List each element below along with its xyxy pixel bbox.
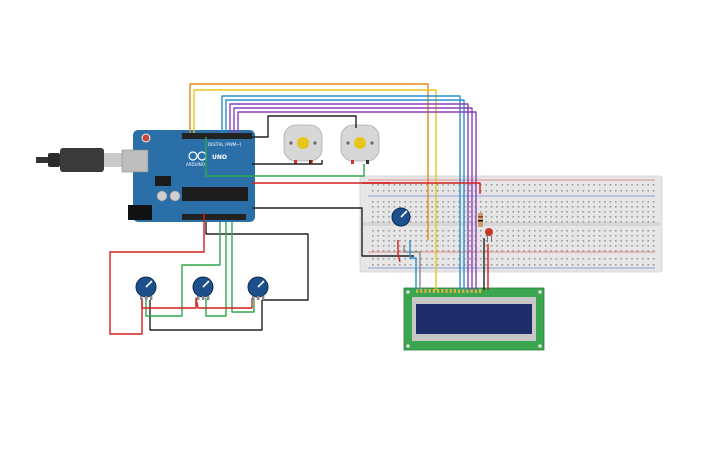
wire-purple-1[interactable] bbox=[229, 103, 469, 290]
wire-green-pot-1[interactable] bbox=[145, 222, 221, 317]
brand-label: ARDUINO bbox=[186, 162, 205, 167]
digital-header bbox=[182, 133, 252, 139]
potentiometer-2[interactable] bbox=[192, 276, 214, 300]
wire-yellow[interactable] bbox=[193, 89, 437, 290]
wire-purple-2[interactable] bbox=[233, 107, 473, 290]
lcd-pin-header bbox=[416, 289, 482, 293]
wire-orange[interactable] bbox=[189, 83, 429, 240]
wire-blue-2[interactable] bbox=[225, 99, 465, 290]
wire-red-pot-links[interactable] bbox=[141, 297, 253, 309]
wire-gray-lcd[interactable] bbox=[403, 245, 421, 290]
potentiometer-3[interactable] bbox=[247, 276, 269, 300]
led[interactable] bbox=[485, 228, 493, 242]
analog-header bbox=[182, 214, 246, 220]
wire-purple-3[interactable] bbox=[237, 111, 477, 290]
wire-red-bb-2[interactable] bbox=[397, 240, 401, 263]
reset-button[interactable] bbox=[141, 133, 151, 143]
wire-blue-1[interactable] bbox=[221, 95, 461, 290]
wire-green-pot-2[interactable] bbox=[205, 222, 227, 317]
dc-motor-2[interactable] bbox=[340, 124, 380, 164]
board-model-label: UNO bbox=[212, 154, 227, 161]
lcd-screen bbox=[416, 304, 532, 334]
digital-pins-label: DIGITAL (PWM~) bbox=[208, 142, 242, 147]
resistor[interactable] bbox=[478, 213, 483, 227]
wire-black-gnd[interactable] bbox=[252, 207, 414, 257]
lcd-display[interactable] bbox=[403, 287, 545, 351]
wire-blue-lcd[interactable] bbox=[409, 240, 417, 290]
wire-red-bb[interactable] bbox=[362, 182, 481, 194]
wire-green-pot-3[interactable] bbox=[231, 222, 255, 313]
wire-red-pots[interactable] bbox=[109, 213, 205, 335]
usb-cable[interactable] bbox=[36, 148, 122, 172]
breadboard-potentiometer[interactable] bbox=[391, 207, 411, 227]
wire-green-motor[interactable] bbox=[205, 137, 365, 177]
wire-black-motor-2[interactable] bbox=[252, 160, 323, 165]
dc-motor-1[interactable] bbox=[283, 124, 323, 164]
arduino-board[interactable]: UNO DIGITAL (PWM~) ARDUINO bbox=[121, 130, 255, 222]
wire-black-pots-2[interactable] bbox=[149, 300, 263, 331]
wire-black-motor[interactable] bbox=[250, 115, 357, 138]
potentiometer-1[interactable] bbox=[135, 276, 157, 300]
microcontroller-chip bbox=[182, 187, 248, 201]
wire-black-pots[interactable] bbox=[205, 222, 309, 301]
wires bbox=[109, 83, 489, 335]
